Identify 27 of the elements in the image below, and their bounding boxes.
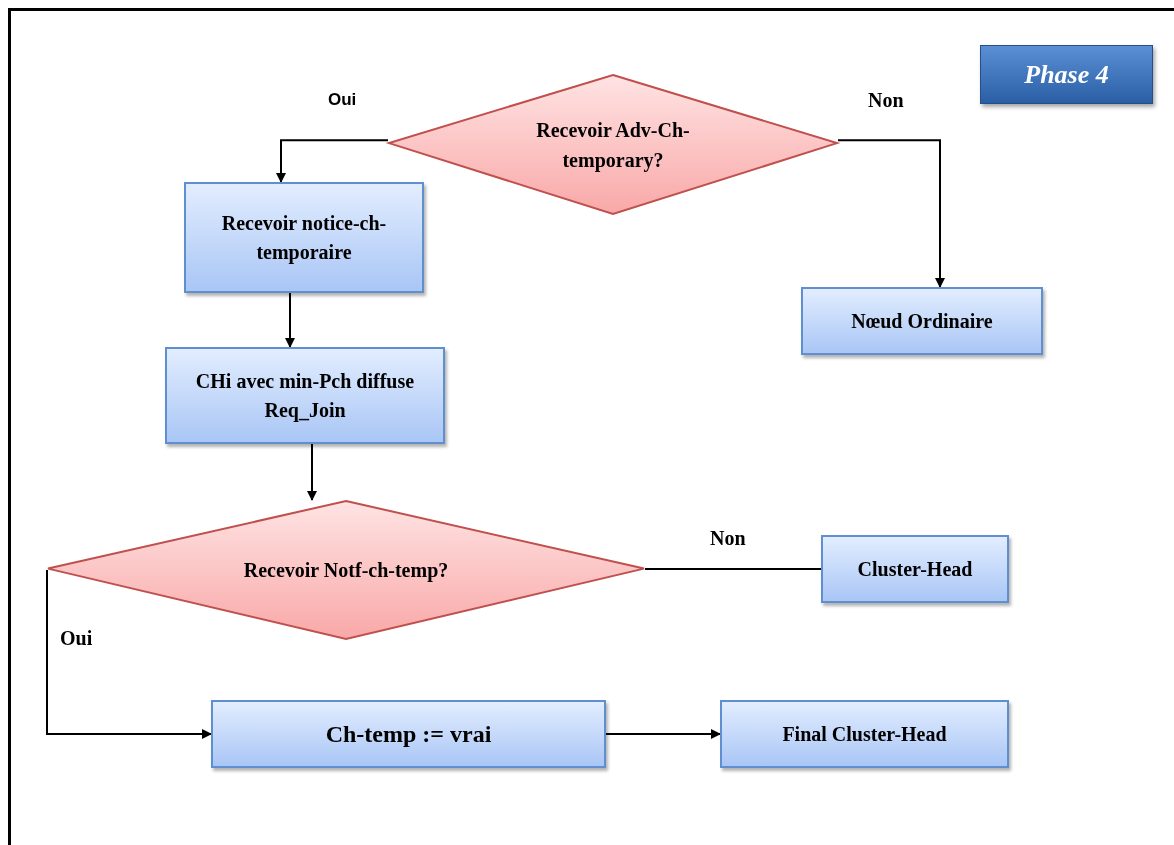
node-label: Nœud Ordinaire: [851, 308, 993, 334]
edge-label: Non: [868, 89, 904, 112]
process-box: [720, 700, 1009, 768]
node-label: Phase 4: [1024, 59, 1109, 90]
arrow: [837, 139, 945, 288]
arrow: [276, 139, 389, 183]
node-label: Recevoir Notf-ch-temp?: [243, 558, 449, 584]
arrow: [307, 443, 317, 501]
node-label: Cluster-Head: [857, 556, 973, 582]
edge-label: Non: [710, 527, 746, 550]
process-box: [165, 347, 445, 444]
process-box: [184, 182, 424, 293]
process-box: [211, 700, 606, 768]
edge-label: Oui: [60, 627, 93, 650]
edge-label: Oui: [328, 90, 357, 110]
arrow: [285, 292, 295, 348]
process-box: [801, 287, 1043, 355]
decision-diamond: [388, 74, 838, 215]
arrow: [46, 569, 212, 739]
node-label: CHi avec min-Pch diffuse Req_Join: [194, 368, 416, 424]
node-label: Recevoir Adv-Ch-temporary?: [535, 117, 691, 174]
arrow: [605, 729, 721, 739]
node-label: Final Cluster-Head: [782, 721, 947, 747]
process-box: [821, 535, 1009, 603]
phase-box: [980, 45, 1153, 104]
node-label: Recevoir notice-ch-temporaire: [220, 210, 388, 266]
node-label: Ch-temp := vrai: [325, 719, 492, 749]
